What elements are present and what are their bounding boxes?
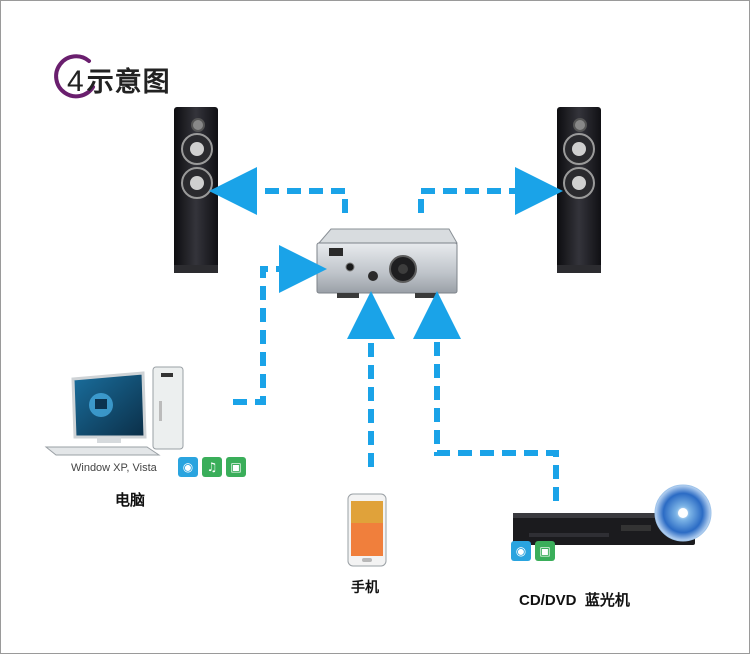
computer-label: 电脑 [115, 492, 146, 509]
diagram-title: 4示意图 [67, 60, 171, 99]
film-frame-icon: ▣ [226, 457, 246, 477]
arrow-amp-to-right-speaker [418, 167, 563, 215]
camera-icon: ◉ [511, 541, 531, 561]
phone-label: 手机 [351, 579, 379, 595]
player-label: CD/DVD 蓝光机 [519, 592, 630, 609]
phone [347, 493, 387, 567]
computer [44, 366, 184, 456]
title-number: 4 [67, 65, 85, 98]
arrow-amp-to-left-speaker [209, 167, 348, 215]
left-speaker [174, 107, 218, 273]
music-note-icon: ♫ [202, 457, 222, 477]
right-speaker [557, 107, 601, 273]
film-frame-icon: ▣ [535, 541, 555, 561]
title-label: 示意图 [86, 67, 171, 97]
arrow-computer-to-amp [233, 245, 327, 405]
title-ring-icon [54, 54, 95, 99]
computer-os-label: Window XP, Vista [71, 462, 157, 474]
disc-player [513, 484, 712, 545]
amplifier [316, 228, 458, 298]
arrow-player-to-amp [413, 291, 559, 501]
connection-arrows [209, 167, 563, 501]
camera-icon: ◉ [178, 457, 198, 477]
